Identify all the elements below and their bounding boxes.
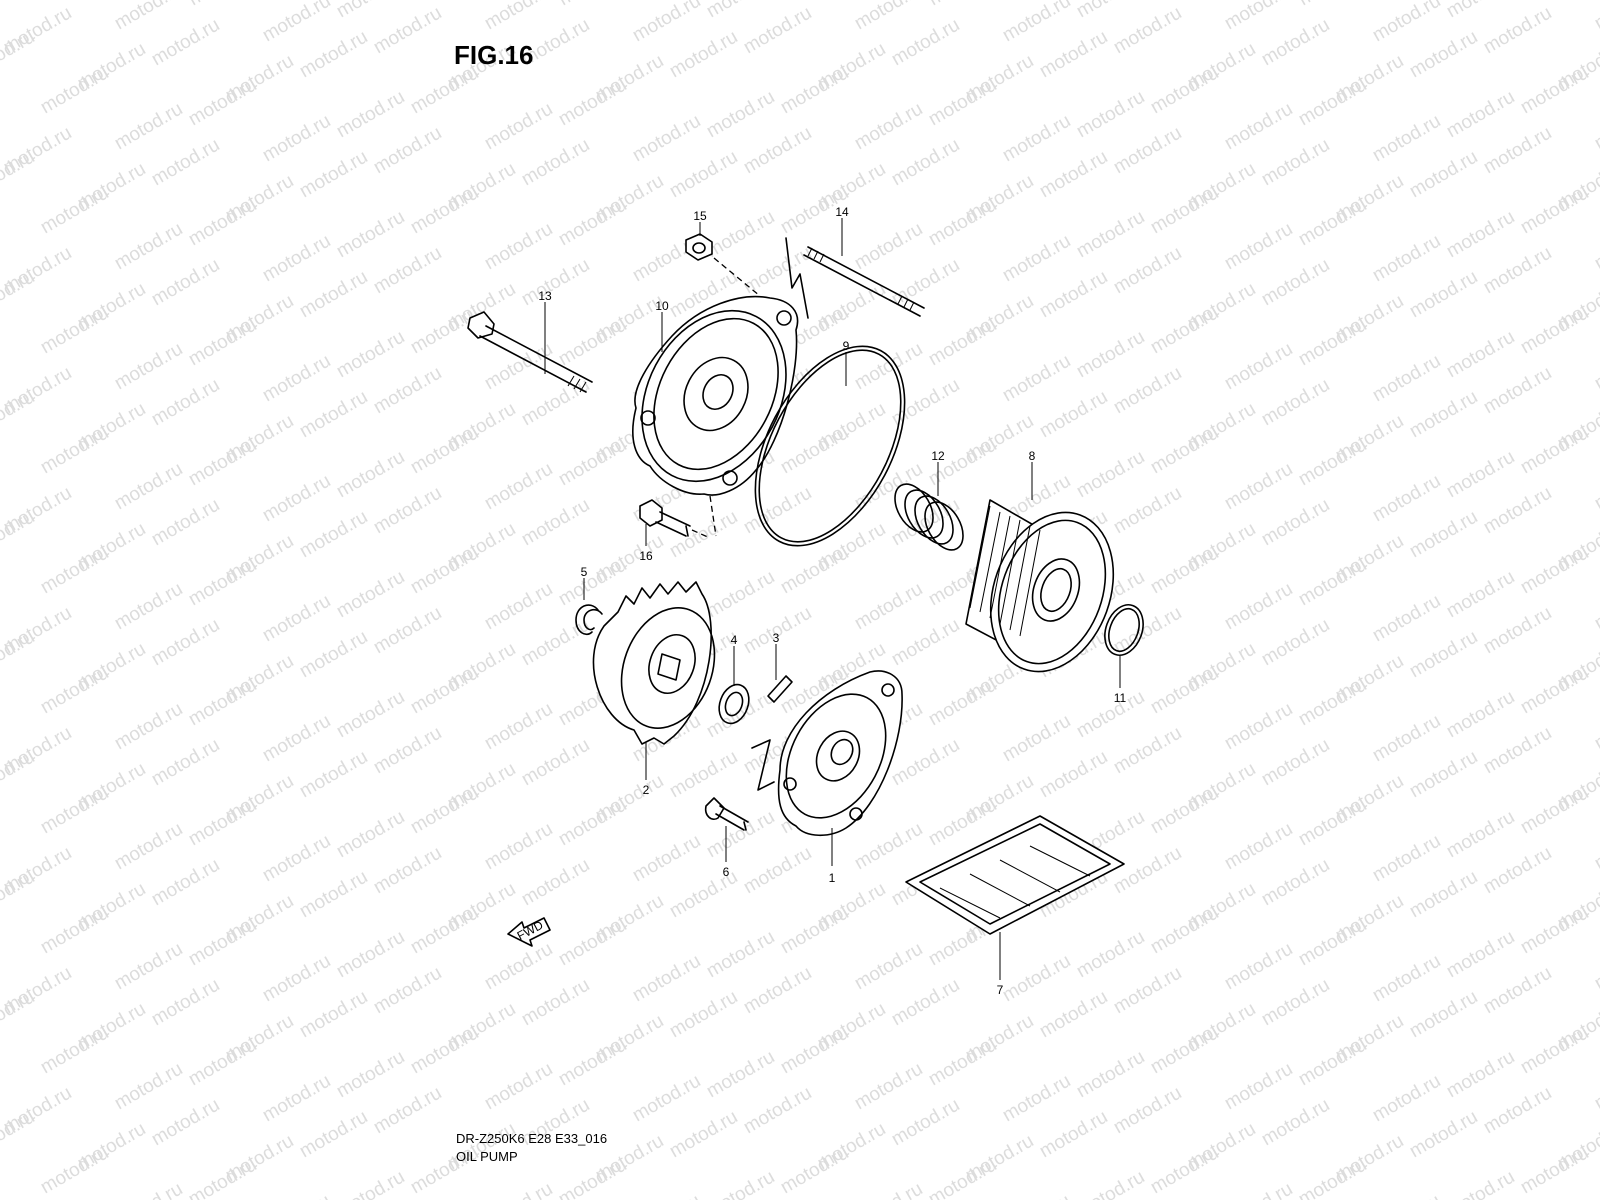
part-13-bolt (467, 311, 593, 393)
part-3-pin (767, 675, 793, 703)
callout-5: 5 (581, 565, 588, 579)
leader-lines (544, 218, 1121, 980)
part-2-driven-gear (592, 581, 716, 745)
part-11-o-ring (1104, 604, 1144, 656)
callout-2: 2 (643, 783, 650, 797)
part-1-pump-body (751, 670, 903, 837)
callout-11: 11 (1114, 691, 1127, 705)
callout-1: 1 (829, 871, 836, 885)
callout-10: 10 (655, 299, 669, 313)
callout-7: 7 (997, 983, 1004, 997)
callout-8: 8 (1029, 449, 1036, 463)
part-14-stud (785, 237, 925, 319)
callout-3: 3 (773, 631, 780, 645)
part-9-o-ring (754, 345, 906, 547)
callout-numbers: 1 2 3 4 5 6 7 8 9 10 11 12 13 14 15 16 (538, 205, 1126, 997)
callout-16: 16 (639, 549, 653, 563)
callout-14: 14 (835, 205, 849, 219)
callout-13: 13 (538, 289, 552, 303)
callout-6: 6 (723, 865, 730, 879)
part-6-screw (704, 797, 749, 831)
model-code: DR-Z250K6 E28 E33_016 (456, 1131, 608, 1146)
callout-9: 9 (843, 339, 850, 353)
part-15-nut (685, 233, 761, 297)
part-10-pump-cover (632, 295, 799, 537)
part-16-bolt (639, 499, 711, 539)
figure-title: FIG.16 (454, 40, 534, 70)
forward-direction-arrow-icon: FWD (507, 917, 551, 947)
part-12-spring (894, 483, 964, 551)
diagram-name: OIL PUMP (456, 1149, 518, 1164)
callout-12: 12 (931, 449, 945, 463)
part-5-circlip (575, 604, 603, 636)
callout-4: 4 (731, 633, 738, 647)
callout-15: 15 (693, 209, 707, 223)
part-4-washer (718, 683, 750, 725)
part-7-oil-strainer (905, 815, 1125, 935)
part-8-oil-filter (965, 499, 1115, 673)
